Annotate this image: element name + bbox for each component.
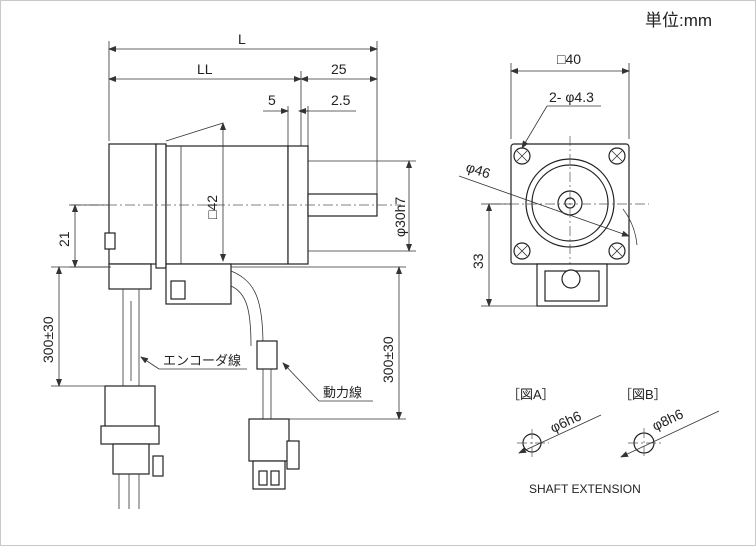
label-encoder-wire: エンコーダ線 bbox=[163, 353, 241, 368]
shaft-extension-title: SHAFT EXTENSION bbox=[529, 482, 641, 496]
fig-b-label: ［図B］ bbox=[619, 387, 667, 402]
dim-25: 25 bbox=[331, 61, 347, 77]
label-power-wire: 動力線 bbox=[323, 385, 362, 400]
dim-holes: 2- φ4.3 bbox=[549, 89, 594, 105]
dim-33: 33 bbox=[470, 253, 486, 269]
dim-LL: LL bbox=[197, 61, 213, 77]
unit-label: 単位:mm bbox=[645, 11, 712, 30]
dim-cable-pwr: 300±30 bbox=[380, 336, 396, 383]
dim-2-5: 2.5 bbox=[331, 92, 351, 108]
front-view: □40 2- φ4.3 φ46 33 bbox=[458, 51, 649, 307]
shaft-extension: ［図A］ φ6h6 ［図B］ φ8h6 SHAFT EXTENSION bbox=[507, 387, 720, 496]
dim-phi30h7: φ30h7 bbox=[392, 197, 408, 237]
dim-sq40: □40 bbox=[557, 51, 581, 67]
dim-21: 21 bbox=[56, 231, 72, 247]
side-view: L LL 25 5 2.5 □42 φ30h7 bbox=[40, 31, 416, 509]
fig-a-label: ［図A］ bbox=[507, 387, 555, 402]
dim-sq42: □42 bbox=[204, 195, 220, 219]
dim-5: 5 bbox=[268, 92, 276, 108]
dim-phi46: φ46 bbox=[464, 159, 493, 182]
dim-L: L bbox=[238, 31, 246, 47]
dim-cable-enc: 300±30 bbox=[40, 316, 56, 363]
